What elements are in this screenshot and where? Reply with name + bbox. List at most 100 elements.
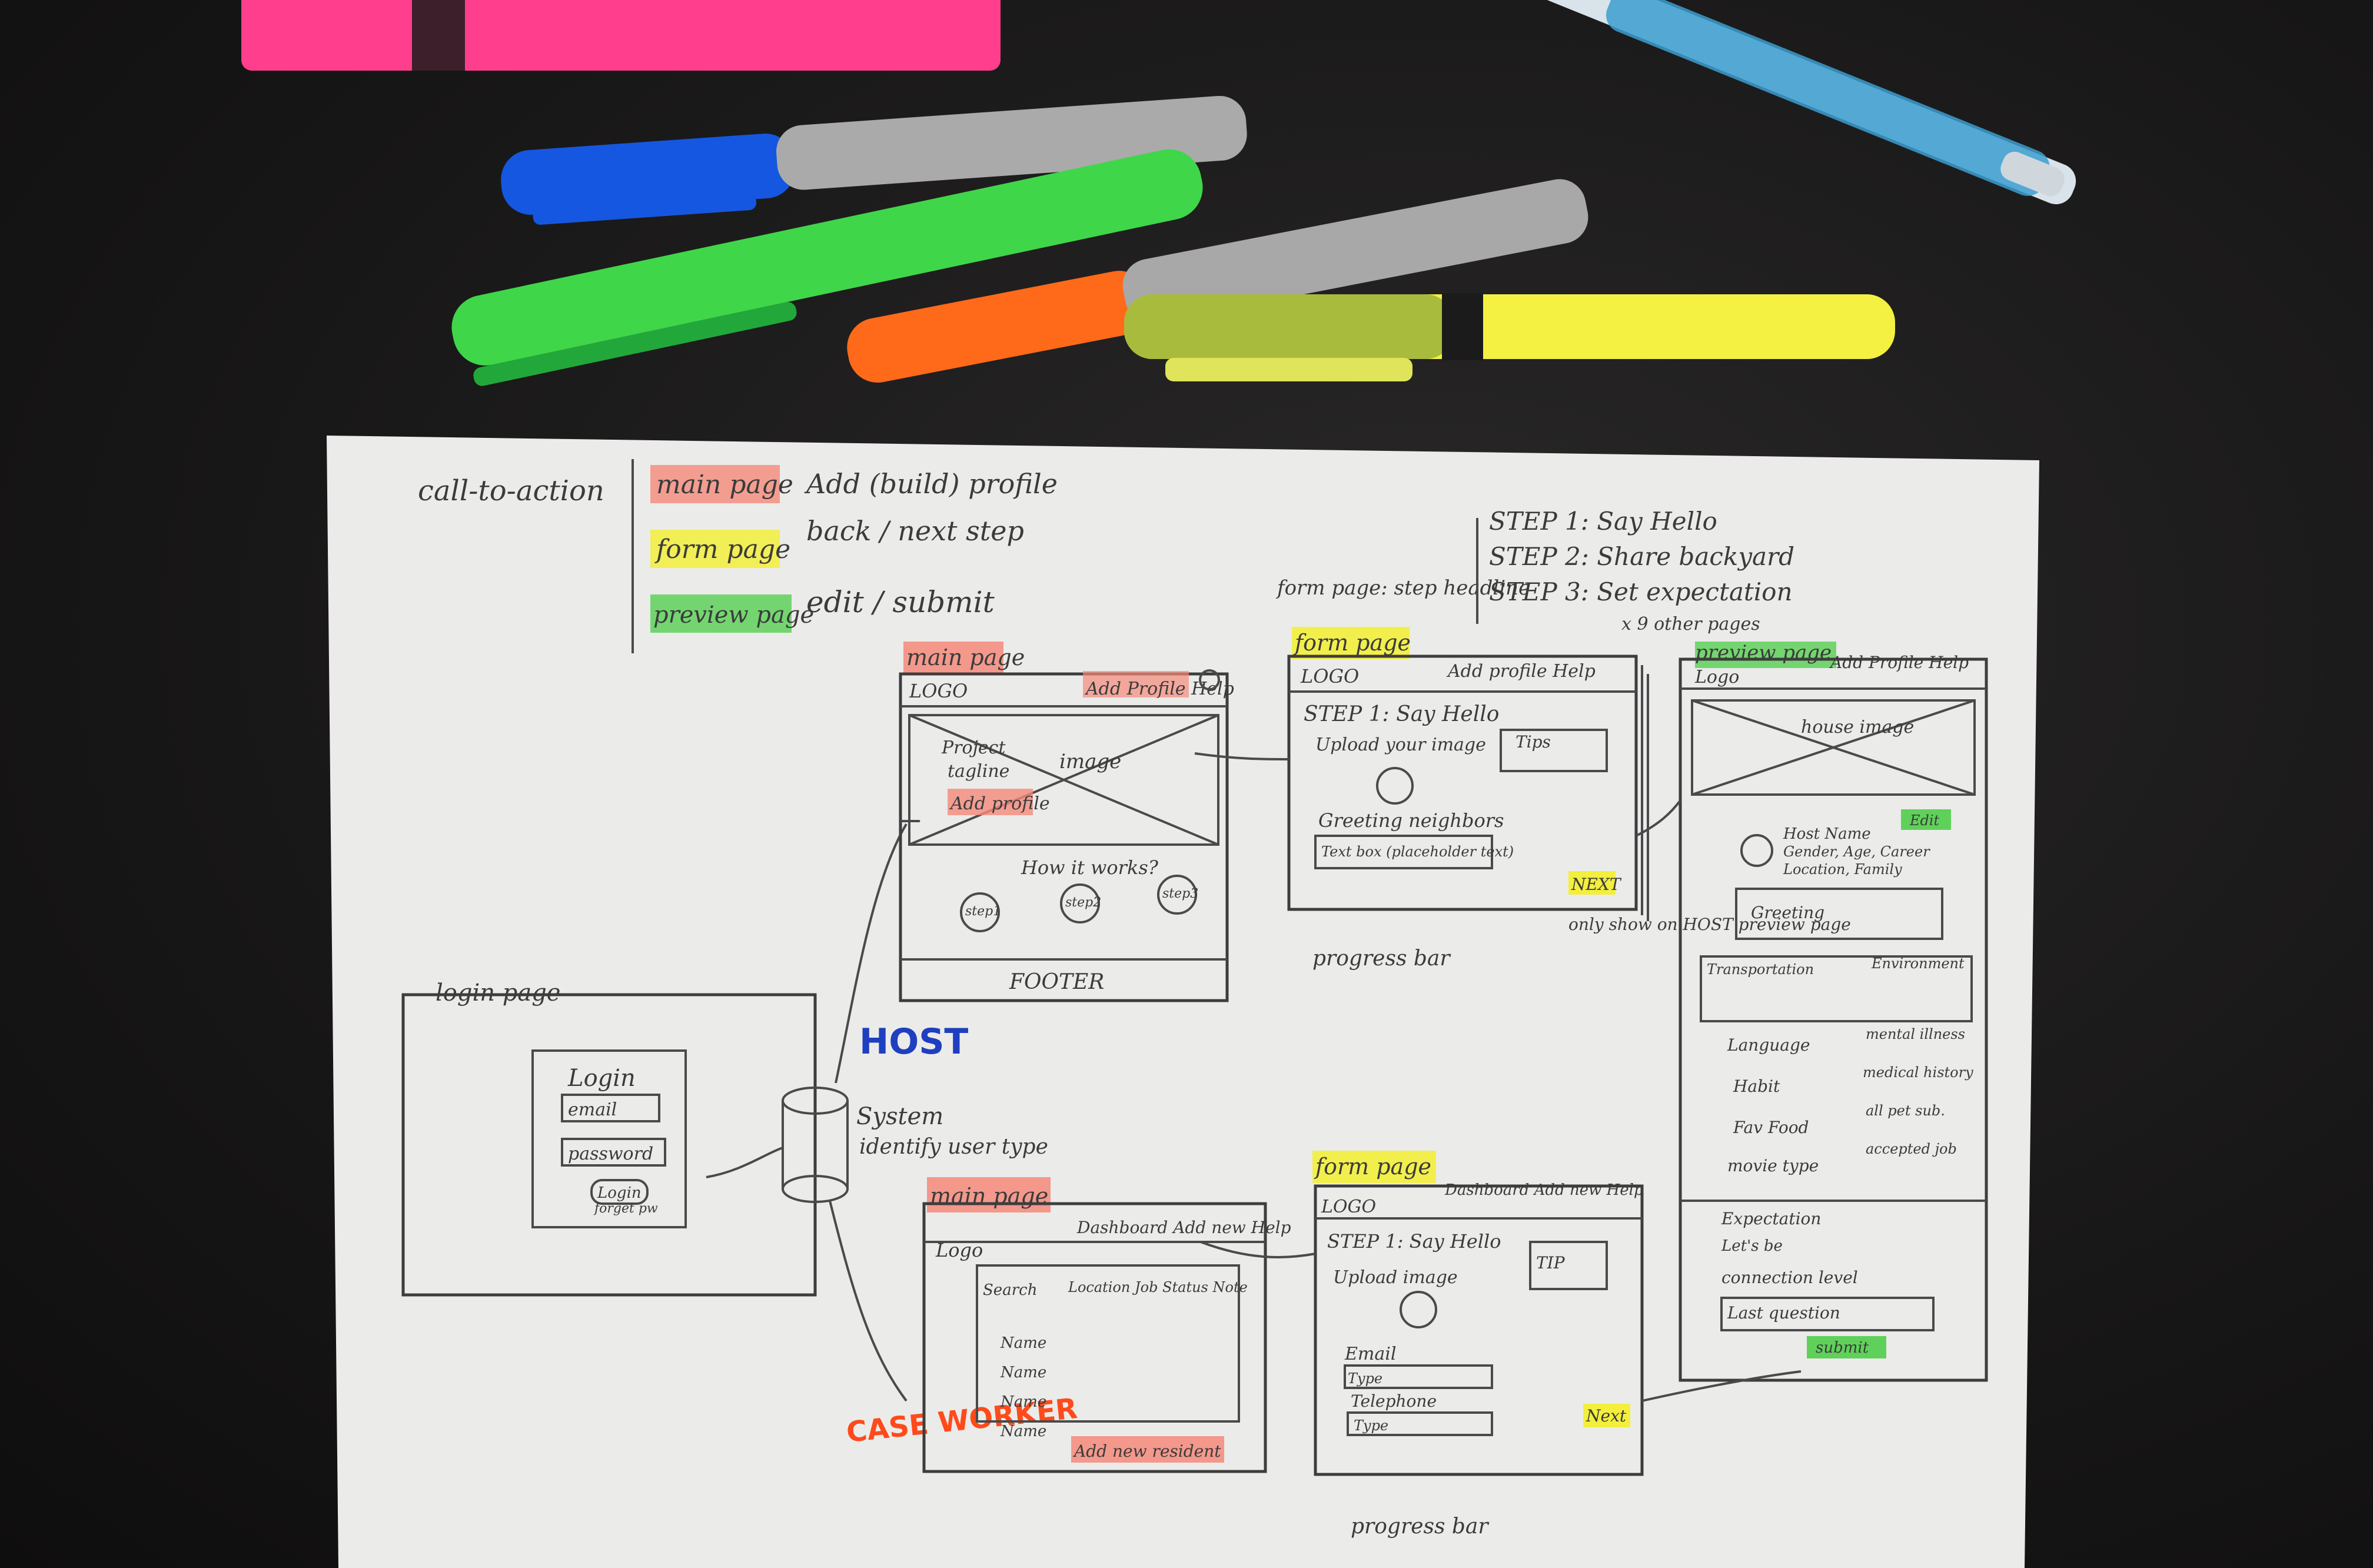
cw-main-page-sketch: main page Logo Dashboard Add new Help Se… bbox=[922, 1177, 1291, 1473]
host-main-frame bbox=[899, 672, 1229, 1002]
host-main-how: How it works? bbox=[1021, 856, 1159, 879]
cw-form-telephone: Telephone bbox=[1351, 1391, 1437, 1411]
system-database: System identify user type bbox=[706, 823, 1048, 1402]
login-forget: forget pw bbox=[593, 1201, 658, 1216]
host-form-next: NEXT bbox=[1571, 875, 1622, 894]
legend-tag-main bbox=[650, 465, 780, 503]
cw-form-tip: TIP bbox=[1536, 1253, 1566, 1273]
preview-logo: Logo bbox=[1694, 667, 1739, 687]
cw-main-row-2: Name bbox=[1000, 1364, 1046, 1381]
host-form-tips: Tips bbox=[1515, 732, 1551, 752]
host-main-footer: FOOTER bbox=[1009, 970, 1104, 994]
host-main-step3: step3 bbox=[1162, 886, 1198, 901]
host-main-tagline2: tagline bbox=[948, 761, 1009, 782]
preview-pet: all pet sub. bbox=[1866, 1102, 1945, 1119]
preview-environment: Environment bbox=[1871, 955, 1965, 972]
login-title: Login bbox=[567, 1065, 636, 1092]
orange-sharpie bbox=[847, 179, 1588, 383]
legend-tag-form bbox=[650, 530, 780, 568]
login-frame bbox=[401, 993, 817, 1297]
preview-greeting: Greeting bbox=[1751, 903, 1824, 922]
preview-submit: submit bbox=[1816, 1339, 1869, 1357]
host-form-upload: Upload your image bbox=[1315, 735, 1486, 755]
preview-meta2: Location, Family bbox=[1783, 861, 1902, 878]
preview-mental: mental illness bbox=[1866, 1026, 1965, 1042]
cw-main-row-1: Name bbox=[1000, 1334, 1046, 1352]
host-form-frame bbox=[1287, 655, 1638, 911]
login-page-label: login page bbox=[436, 979, 560, 1006]
pink-highlighter bbox=[241, 0, 1001, 71]
preview-connection: connection level bbox=[1721, 1268, 1858, 1287]
host-main-step1: step1 bbox=[965, 904, 1001, 919]
blue-pen bbox=[1471, 0, 2076, 204]
step-2-text: STEP 2: Share backyard bbox=[1489, 542, 1794, 571]
login-password: password bbox=[568, 1144, 653, 1164]
host-form-page-sketch: form page LOGO Add profile Help STEP 1: … bbox=[1287, 614, 1760, 971]
host-form-other: x 9 other pages bbox=[1621, 614, 1760, 634]
cw-form-type1: Type bbox=[1348, 1370, 1382, 1387]
host-main-label: main page bbox=[906, 645, 1025, 670]
flow-arrows bbox=[900, 752, 1802, 1402]
legend-form-tag: form page bbox=[654, 534, 790, 564]
host-form-textbox: Text box (placeholder text) bbox=[1321, 843, 1514, 860]
step-1-text: STEP 1: Say Hello bbox=[1489, 507, 1717, 536]
host-main-step2: step2 bbox=[1065, 895, 1101, 910]
cw-form-label: form page bbox=[1314, 1154, 1431, 1180]
preview-label: preview page bbox=[1695, 641, 1832, 665]
login-box bbox=[531, 1049, 687, 1228]
host-form-step: STEP 1: Say Hello bbox=[1304, 702, 1499, 726]
cw-main-row-3: Name bbox=[1000, 1393, 1046, 1411]
legend-main-tag: main page bbox=[656, 470, 793, 500]
preview-expect: Expectation bbox=[1721, 1209, 1821, 1228]
cw-form-progress: progress bar bbox=[1351, 1514, 1489, 1539]
legend-main-action: Add (build) profile bbox=[804, 468, 1058, 500]
legend-title: call-to-action bbox=[418, 474, 604, 507]
preview-food: Fav Food bbox=[1733, 1118, 1809, 1137]
step-3-text: STEP 3: Set expectation bbox=[1489, 577, 1793, 606]
legend-preview-tag: preview page bbox=[653, 602, 814, 629]
cw-form-email: Email bbox=[1344, 1344, 1396, 1364]
cw-form-frame bbox=[1314, 1184, 1644, 1476]
steps-note: form page: step headline STEP 1: Say Hel… bbox=[1275, 507, 1794, 624]
preview-meta: Gender, Age, Career bbox=[1783, 843, 1930, 860]
cw-main-cols: Location Job Status Note bbox=[1068, 1279, 1248, 1295]
host-main-cta: Add profile bbox=[949, 793, 1050, 814]
host-form-label: form page bbox=[1293, 630, 1411, 656]
preview-movie: movie type bbox=[1727, 1156, 1819, 1175]
preview-transport: Transportation bbox=[1707, 961, 1814, 978]
cw-form-page-sketch: form page LOGO Dashboard Add new Help ST… bbox=[1312, 1151, 1644, 1539]
cw-main-add: Add new resident bbox=[1072, 1441, 1221, 1461]
cw-form-step: STEP 1: Say Hello bbox=[1327, 1230, 1501, 1253]
system-sublabel: identify user type bbox=[859, 1135, 1048, 1159]
preview-page-sketch: preview page Logo Add Profile Help house… bbox=[1568, 641, 1988, 1382]
host-form-progress: progress bar bbox=[1312, 946, 1451, 971]
host-main-page-sketch: main page LOGO Add Profile Help Project … bbox=[899, 642, 1234, 1002]
cw-form-logo: LOGO bbox=[1321, 1197, 1376, 1217]
preview-house: house image bbox=[1801, 717, 1914, 738]
cw-form-type2: Type bbox=[1354, 1417, 1388, 1434]
legend-tag-preview bbox=[650, 594, 792, 633]
system-label: System bbox=[856, 1103, 943, 1130]
cw-form-upload: Upload image bbox=[1333, 1267, 1458, 1288]
cw-main-frame bbox=[922, 1202, 1267, 1473]
yellow-highlighter bbox=[1124, 293, 1895, 381]
legend: call-to-action main page Add (build) pro… bbox=[418, 459, 1058, 653]
host-label: HOST bbox=[859, 1021, 968, 1062]
cw-main-row-4: Name bbox=[1000, 1423, 1046, 1440]
preview-medical: medical history bbox=[1863, 1064, 1973, 1081]
preview-last: Last question bbox=[1727, 1303, 1840, 1323]
legend-preview-action: edit / submit bbox=[806, 585, 995, 619]
preview-frame bbox=[1679, 657, 1988, 1382]
preview-nav: Add Profile Help bbox=[1829, 653, 1969, 672]
steps-lead: form page: step headline bbox=[1275, 576, 1530, 600]
cw-main-nav: Dashboard Add new Help bbox=[1076, 1218, 1291, 1237]
preview-lang: Language bbox=[1727, 1035, 1810, 1055]
preview-habit: Habit bbox=[1733, 1077, 1780, 1096]
host-form-nav: Add profile Help bbox=[1446, 661, 1596, 682]
preview-host: Host Name bbox=[1783, 825, 1871, 843]
cw-main-logo: Logo bbox=[935, 1239, 983, 1261]
preview-edit: Edit bbox=[1909, 812, 1940, 829]
cw-form-nav: Dashboard Add new Help bbox=[1444, 1181, 1644, 1199]
host-form-logo: LOGO bbox=[1300, 665, 1359, 687]
